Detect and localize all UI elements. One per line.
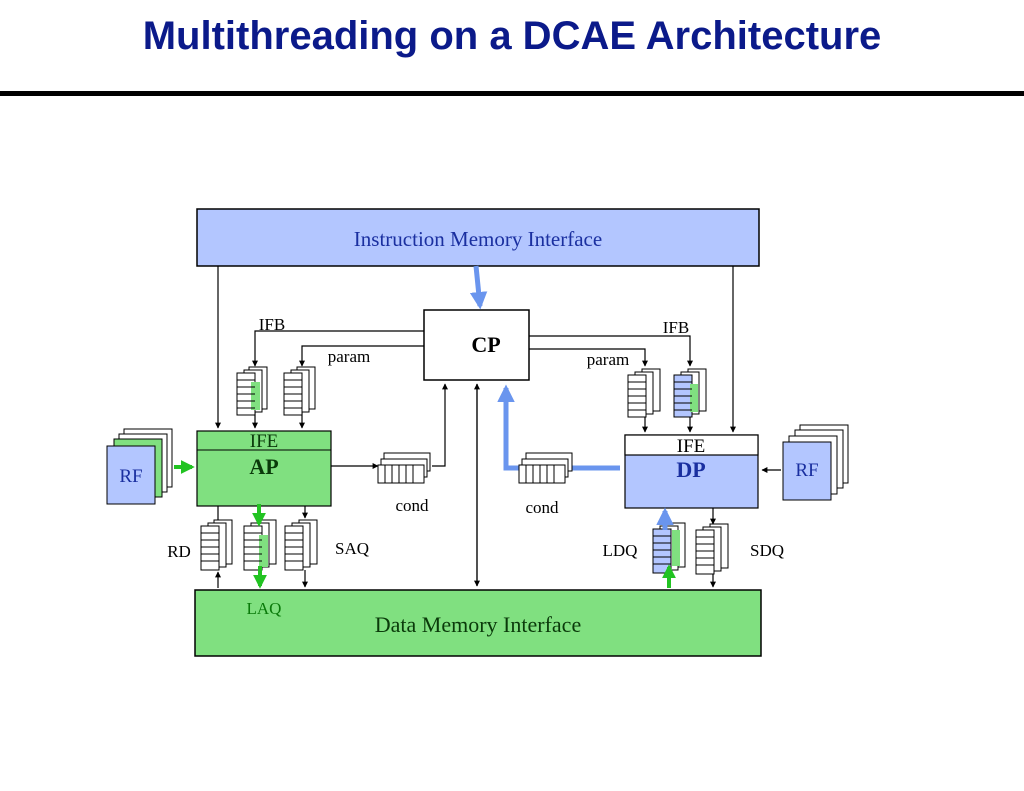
dp-label: DP [676, 457, 705, 482]
saq-label: SAQ [335, 539, 369, 558]
right-connections [529, 266, 736, 588]
dp-ife-label: IFE [677, 436, 706, 457]
ifb-right-label: IFB [663, 318, 689, 337]
ldq-queue [652, 522, 686, 574]
left-connections [215, 266, 448, 588]
dp-cond-to-cp-arrow [497, 384, 620, 471]
cond-left-label: cond [395, 496, 429, 515]
ap-ife-label: IFE [250, 431, 279, 452]
rf-right-label: RF [795, 460, 818, 481]
ap-block: IFE AP [196, 430, 332, 507]
cond-left-queue [377, 452, 431, 484]
rf-right-stack: RF [782, 424, 849, 501]
saq-queue [284, 519, 318, 571]
dp-block: IFE DP [624, 434, 759, 509]
rd-label: RD [167, 542, 191, 561]
rd-queue [200, 519, 233, 571]
ap-label: AP [249, 454, 278, 479]
ifb-right-queue [673, 368, 707, 418]
cp-label: CP [471, 332, 500, 357]
instruction-memory-label: Instruction Memory Interface [354, 227, 602, 251]
param-right-queue [627, 368, 661, 418]
ifb-left-queue [236, 366, 268, 416]
data-memory-label: Data Memory Interface [375, 612, 581, 637]
page-title: Multithreading on a DCAE Architecture [142, 14, 882, 58]
cond-right-queue [518, 452, 573, 484]
rf-left-label: RF [119, 466, 142, 487]
laq-queue [243, 519, 277, 571]
title-divider [0, 91, 1024, 96]
param-right-label: param [587, 350, 629, 369]
cond-right-label: cond [525, 498, 559, 517]
laq-label: LAQ [247, 599, 282, 618]
instruction-memory-interface: Instruction Memory Interface [196, 208, 760, 267]
imem-to-cp-arrow [469, 265, 488, 310]
sdq-queue [695, 523, 729, 575]
param-left-queue [283, 366, 316, 416]
ldq-label: LDQ [603, 541, 638, 560]
param-left-label: param [328, 347, 370, 366]
sdq-label: SDQ [750, 541, 784, 560]
rf-left-stack: RF [106, 428, 173, 505]
cp-block: CP [423, 309, 530, 381]
data-memory-interface: Data Memory Interface [194, 589, 762, 657]
ifb-left-label: IFB [259, 315, 285, 334]
